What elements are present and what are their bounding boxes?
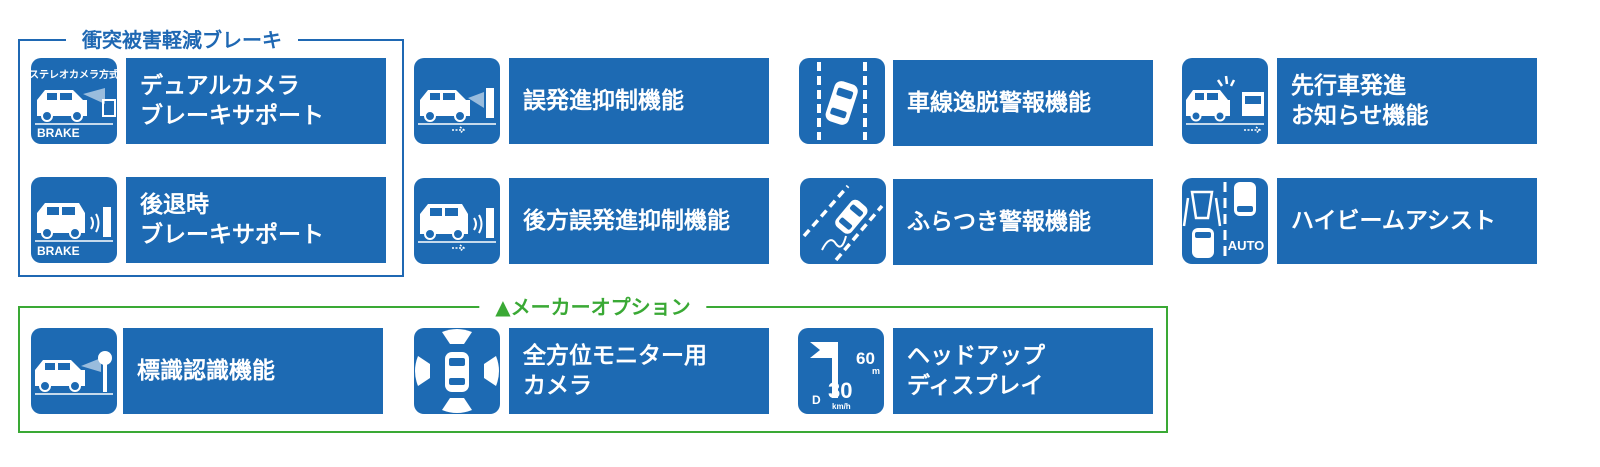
around-view-camera-label: 全方位モニター用 カメラ: [509, 328, 769, 414]
svg-text:30: 30: [828, 378, 852, 403]
sign-recognition-label: 標識認識機能: [123, 328, 383, 414]
high-beam-assist-icon: AUTO: [1182, 178, 1268, 264]
maker-option-title: ▲メーカーオプション: [479, 293, 707, 321]
rear-misstart-prevention-label: 後方誤発進抑制機能: [509, 178, 769, 264]
svg-text:ステレオカメラ方式: ステレオカメラ方式: [31, 68, 117, 81]
svg-text:BRAKE: BRAKE: [37, 126, 80, 140]
wobble-warning-icon: [800, 178, 886, 264]
wobble-warning-label: ふらつき警報機能: [893, 179, 1153, 265]
svg-text:BRAKE: BRAKE: [37, 244, 80, 258]
svg-text:D: D: [812, 393, 821, 407]
sign-recognition-icon: [31, 328, 117, 414]
misstart-prevention-label: 誤発進抑制機能: [509, 58, 769, 144]
svg-text:AUTO: AUTO: [1228, 238, 1265, 253]
lead-car-start-icon: [1182, 58, 1268, 144]
high-beam-assist-label: ハイビームアシスト: [1277, 178, 1537, 264]
collision-brake-group: 衝突被害軽減ブレーキ: [18, 26, 404, 277]
svg-text:m: m: [872, 366, 880, 376]
maker-option-group: ▲メーカーオプション: [18, 293, 1168, 433]
misstart-prevention-icon: [414, 58, 500, 144]
svg-text:60: 60: [856, 349, 875, 368]
lane-departure-icon: [799, 58, 885, 144]
collision-brake-title: 衝突被害軽減ブレーキ: [66, 26, 298, 54]
head-up-display-icon: 60 m D 30 km/h: [798, 328, 884, 414]
rear-brake-label: 後退時 ブレーキサポート: [126, 177, 386, 263]
lane-departure-label: 車線逸脱警報機能: [893, 60, 1153, 146]
lead-car-start-label: 先行車発進 お知らせ機能: [1277, 58, 1537, 144]
stereo-camera-brake-icon: ステレオカメラ方式 BRAKE: [31, 58, 117, 144]
stereo-camera-brake-label: デュアルカメラ ブレーキサポート: [126, 58, 386, 144]
around-view-camera-icon: [414, 328, 500, 414]
rear-misstart-prevention-icon: [414, 178, 500, 264]
svg-text:km/h: km/h: [832, 402, 851, 411]
rear-brake-icon: BRAKE: [31, 177, 117, 263]
head-up-display-label: ヘッドアップ ディスプレイ: [893, 328, 1153, 414]
